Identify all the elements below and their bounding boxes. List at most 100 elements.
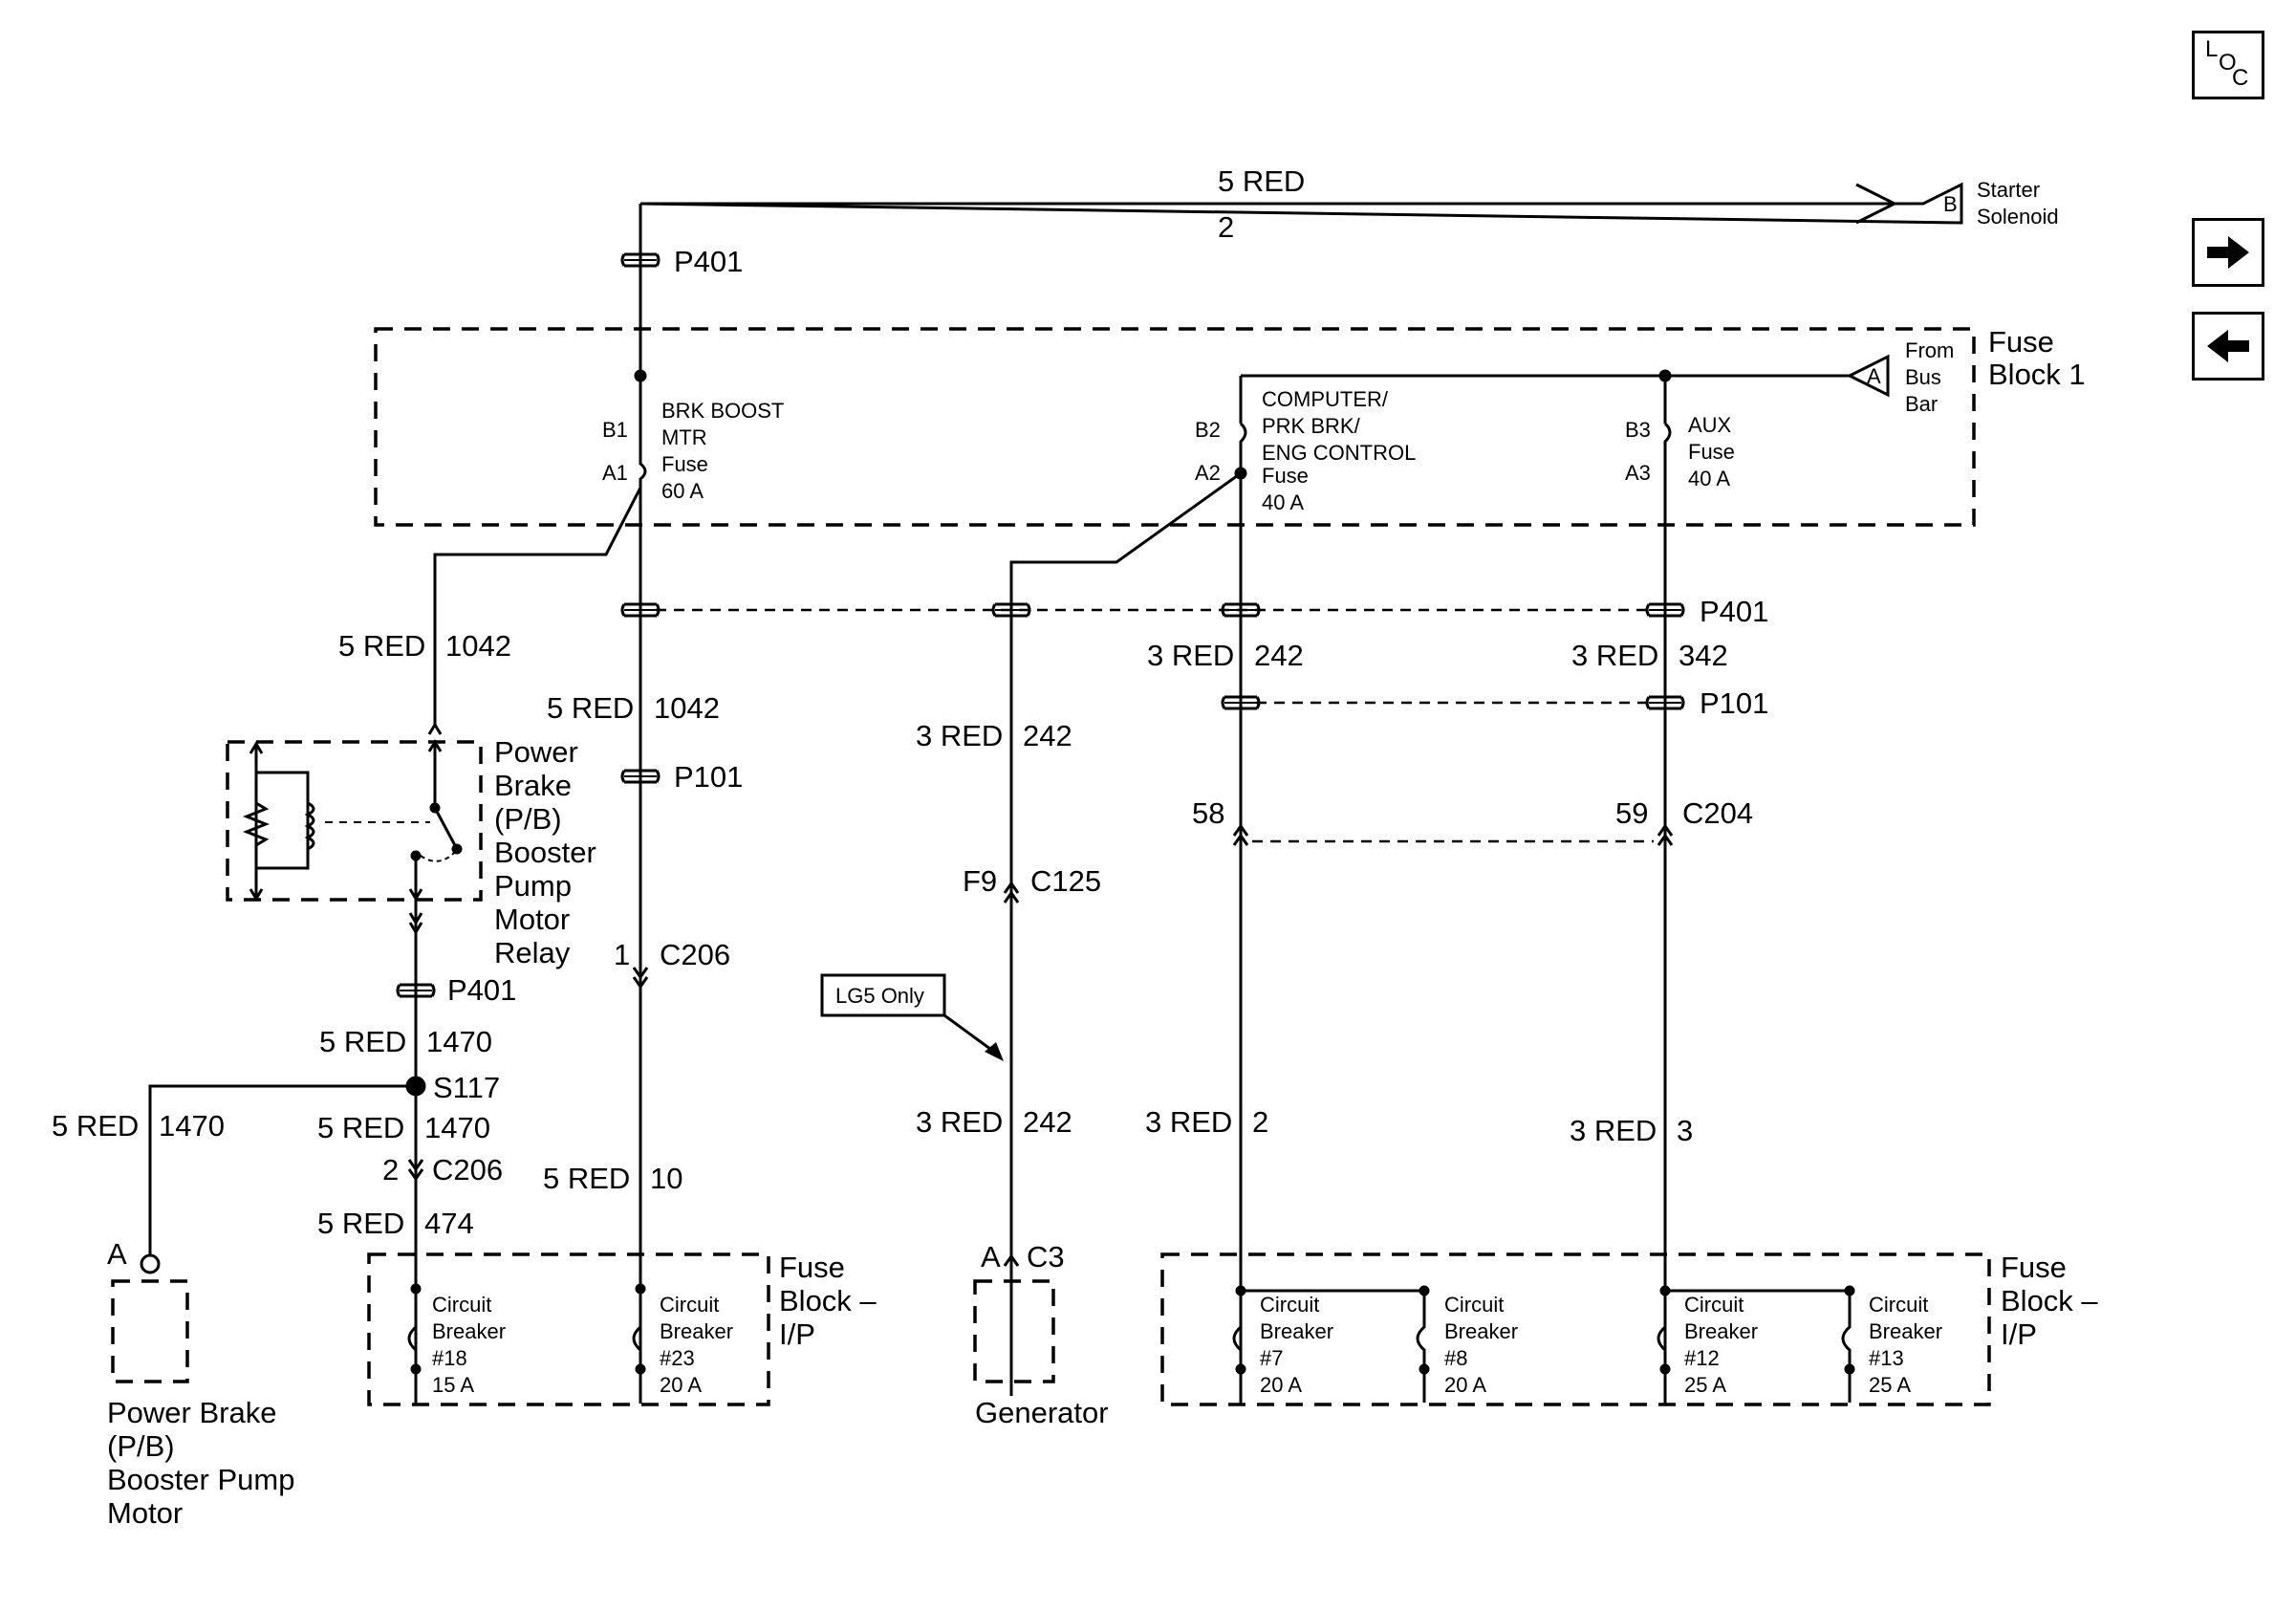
lg5-label: LG5 Only (835, 984, 924, 1008)
fuse2-a: A2 (1195, 461, 1221, 485)
cb23-line-1: Circuit (660, 1293, 719, 1317)
circuit-breakers (407, 1283, 1855, 1403)
wire-242-route (1009, 471, 1242, 1396)
fuse2-name-4: Fuse (1262, 464, 1309, 488)
generator-pin: A (981, 1240, 1001, 1274)
motor-terminal (140, 1253, 161, 1274)
wire-342-color: 3 RED (1571, 639, 1658, 672)
generator-label: Generator (975, 1396, 1109, 1429)
cb23-line-3: #23 (660, 1346, 695, 1370)
fuse3-name-2: Fuse (1688, 440, 1735, 464)
c204-pin-59: 59 (1615, 796, 1648, 830)
splice-s117-dot (405, 1076, 426, 1097)
c125-pin: F9 (963, 864, 997, 898)
fuse-block-ip-right-label-2: Block – (2001, 1284, 2098, 1317)
cb12-line-3: #12 (1684, 1346, 1720, 1370)
fuse-block-ip-right-label-1: Fuse (2001, 1251, 2067, 1284)
location-view-button[interactable]: L O C (2192, 31, 2264, 99)
fuse-block-ip-left-label-1: Fuse (779, 1251, 845, 1284)
wires (140, 182, 1963, 1404)
fuse-block-1-box (374, 327, 1976, 527)
previous-page-button[interactable] (2192, 312, 2264, 381)
connector-c3: C3 (1027, 1240, 1065, 1274)
node-a2 (1234, 467, 1247, 480)
connector-c204: C204 (1682, 796, 1753, 830)
wire-1470-a-circuit: 1470 (426, 1025, 492, 1058)
connector-symbols (396, 183, 1898, 1267)
fuse2-name-3: ENG CONTROL (1262, 441, 1416, 465)
wire-10-circuit: 10 (650, 1162, 682, 1195)
relay-label-4: Booster (494, 836, 596, 869)
wire-1470-c-color: 5 RED (317, 1111, 404, 1144)
fuse1-name-4: 60 A (661, 479, 704, 503)
cb18-line-1: Circuit (432, 1293, 491, 1317)
c206-pin-1: 1 (614, 938, 630, 971)
motor-label-3: Booster Pump (107, 1463, 294, 1496)
wire-2-circuit: 2 (1252, 1105, 1268, 1139)
connector-p401-left: P401 (447, 973, 516, 1007)
cb13-line-1: Circuit (1869, 1293, 1928, 1317)
cb8-line-1: Circuit (1444, 1293, 1504, 1317)
fuse3-b: B3 (1625, 418, 1651, 442)
bus-label-3: Bar (1905, 392, 1938, 416)
motor-pin: A (107, 1237, 127, 1271)
starter-pin: B (1943, 192, 1958, 216)
wire-474-color: 5 RED (317, 1207, 404, 1240)
next-page-button[interactable] (2192, 218, 2264, 287)
dashed-connector-lines (111, 327, 1991, 1406)
cb12-line-1: Circuit (1684, 1293, 1744, 1317)
splice-s117: S117 (433, 1071, 500, 1104)
loc-letter-c: C (2232, 65, 2249, 91)
wire-fuse2-element (1239, 422, 1247, 1404)
fuse1-name-1: BRK BOOST (661, 399, 784, 423)
fuse1-name-2: MTR (661, 425, 707, 449)
bus-bar-connector (1846, 354, 1890, 398)
cb18-line-4: 15 A (432, 1373, 474, 1397)
node-bus (1658, 369, 1672, 382)
relay-label-1: Power (494, 735, 578, 769)
lg5-callout: LG5 Only (820, 973, 1004, 1061)
relay-box (226, 740, 483, 902)
wire-1470-b-color: 5 RED (52, 1109, 139, 1143)
bus-label-2: Bus (1905, 365, 1941, 389)
cb7-line-2: Breaker (1260, 1319, 1333, 1343)
bus-pin: A (1867, 364, 1881, 388)
cb8-line-3: #8 (1444, 1346, 1467, 1370)
fuse1-a: A1 (602, 461, 628, 485)
loc-letter-o: O (2219, 50, 2237, 76)
c206-pin-2: 2 (382, 1153, 399, 1186)
cb13-line-4: 25 A (1869, 1373, 1911, 1397)
fuse1-b: B1 (602, 418, 628, 442)
fuse-block-ip-right-label-3: I/P (2001, 1317, 2037, 1351)
relay-label-2: Brake (494, 769, 572, 802)
fuse-block-ip-left-label-3: I/P (779, 1317, 815, 1351)
fuse-block-ip-left-label-2: Block – (779, 1284, 877, 1317)
c204-pin-58: 58 (1192, 796, 1224, 830)
motor-label-2: (P/B) (107, 1429, 175, 1463)
starter-label-1: Starter (1977, 178, 2040, 202)
wire-1470-c-circuit: 1470 (424, 1111, 490, 1144)
arrow-right-icon (2207, 236, 2249, 269)
relay-label-3: (P/B) (494, 802, 562, 836)
labels: 5 RED 2 B Starter Solenoid P401 Fuse Blo… (52, 164, 2098, 1530)
relay-label-7: Relay (494, 936, 571, 969)
bus-label-1: From (1905, 338, 1954, 362)
wire-474-circuit: 474 (424, 1207, 474, 1240)
connector-p401-row: P401 (1700, 595, 1768, 628)
starter-label-2: Solenoid (1977, 205, 2059, 229)
fuse2-b: B2 (1195, 418, 1221, 442)
wire-1470-a-color: 5 RED (319, 1025, 406, 1058)
cb13-line-2: Breaker (1869, 1319, 1942, 1343)
connector-p401-top: P401 (674, 245, 743, 278)
wire-242-a-color: 3 RED (1147, 639, 1234, 672)
fuse3-name-1: AUX (1688, 413, 1732, 437)
cb23-line-2: Breaker (660, 1319, 733, 1343)
top-circuit-number: 2 (1218, 210, 1234, 244)
fuse2-name-2: PRK BRK/ (1262, 414, 1361, 438)
relay-label-6: Motor (494, 903, 570, 936)
cb18-line-2: Breaker (432, 1319, 506, 1343)
fuse-block-ip-right-box (1160, 1252, 1991, 1406)
wire-starter-feed (639, 182, 1963, 225)
generator-box (973, 1279, 1055, 1383)
